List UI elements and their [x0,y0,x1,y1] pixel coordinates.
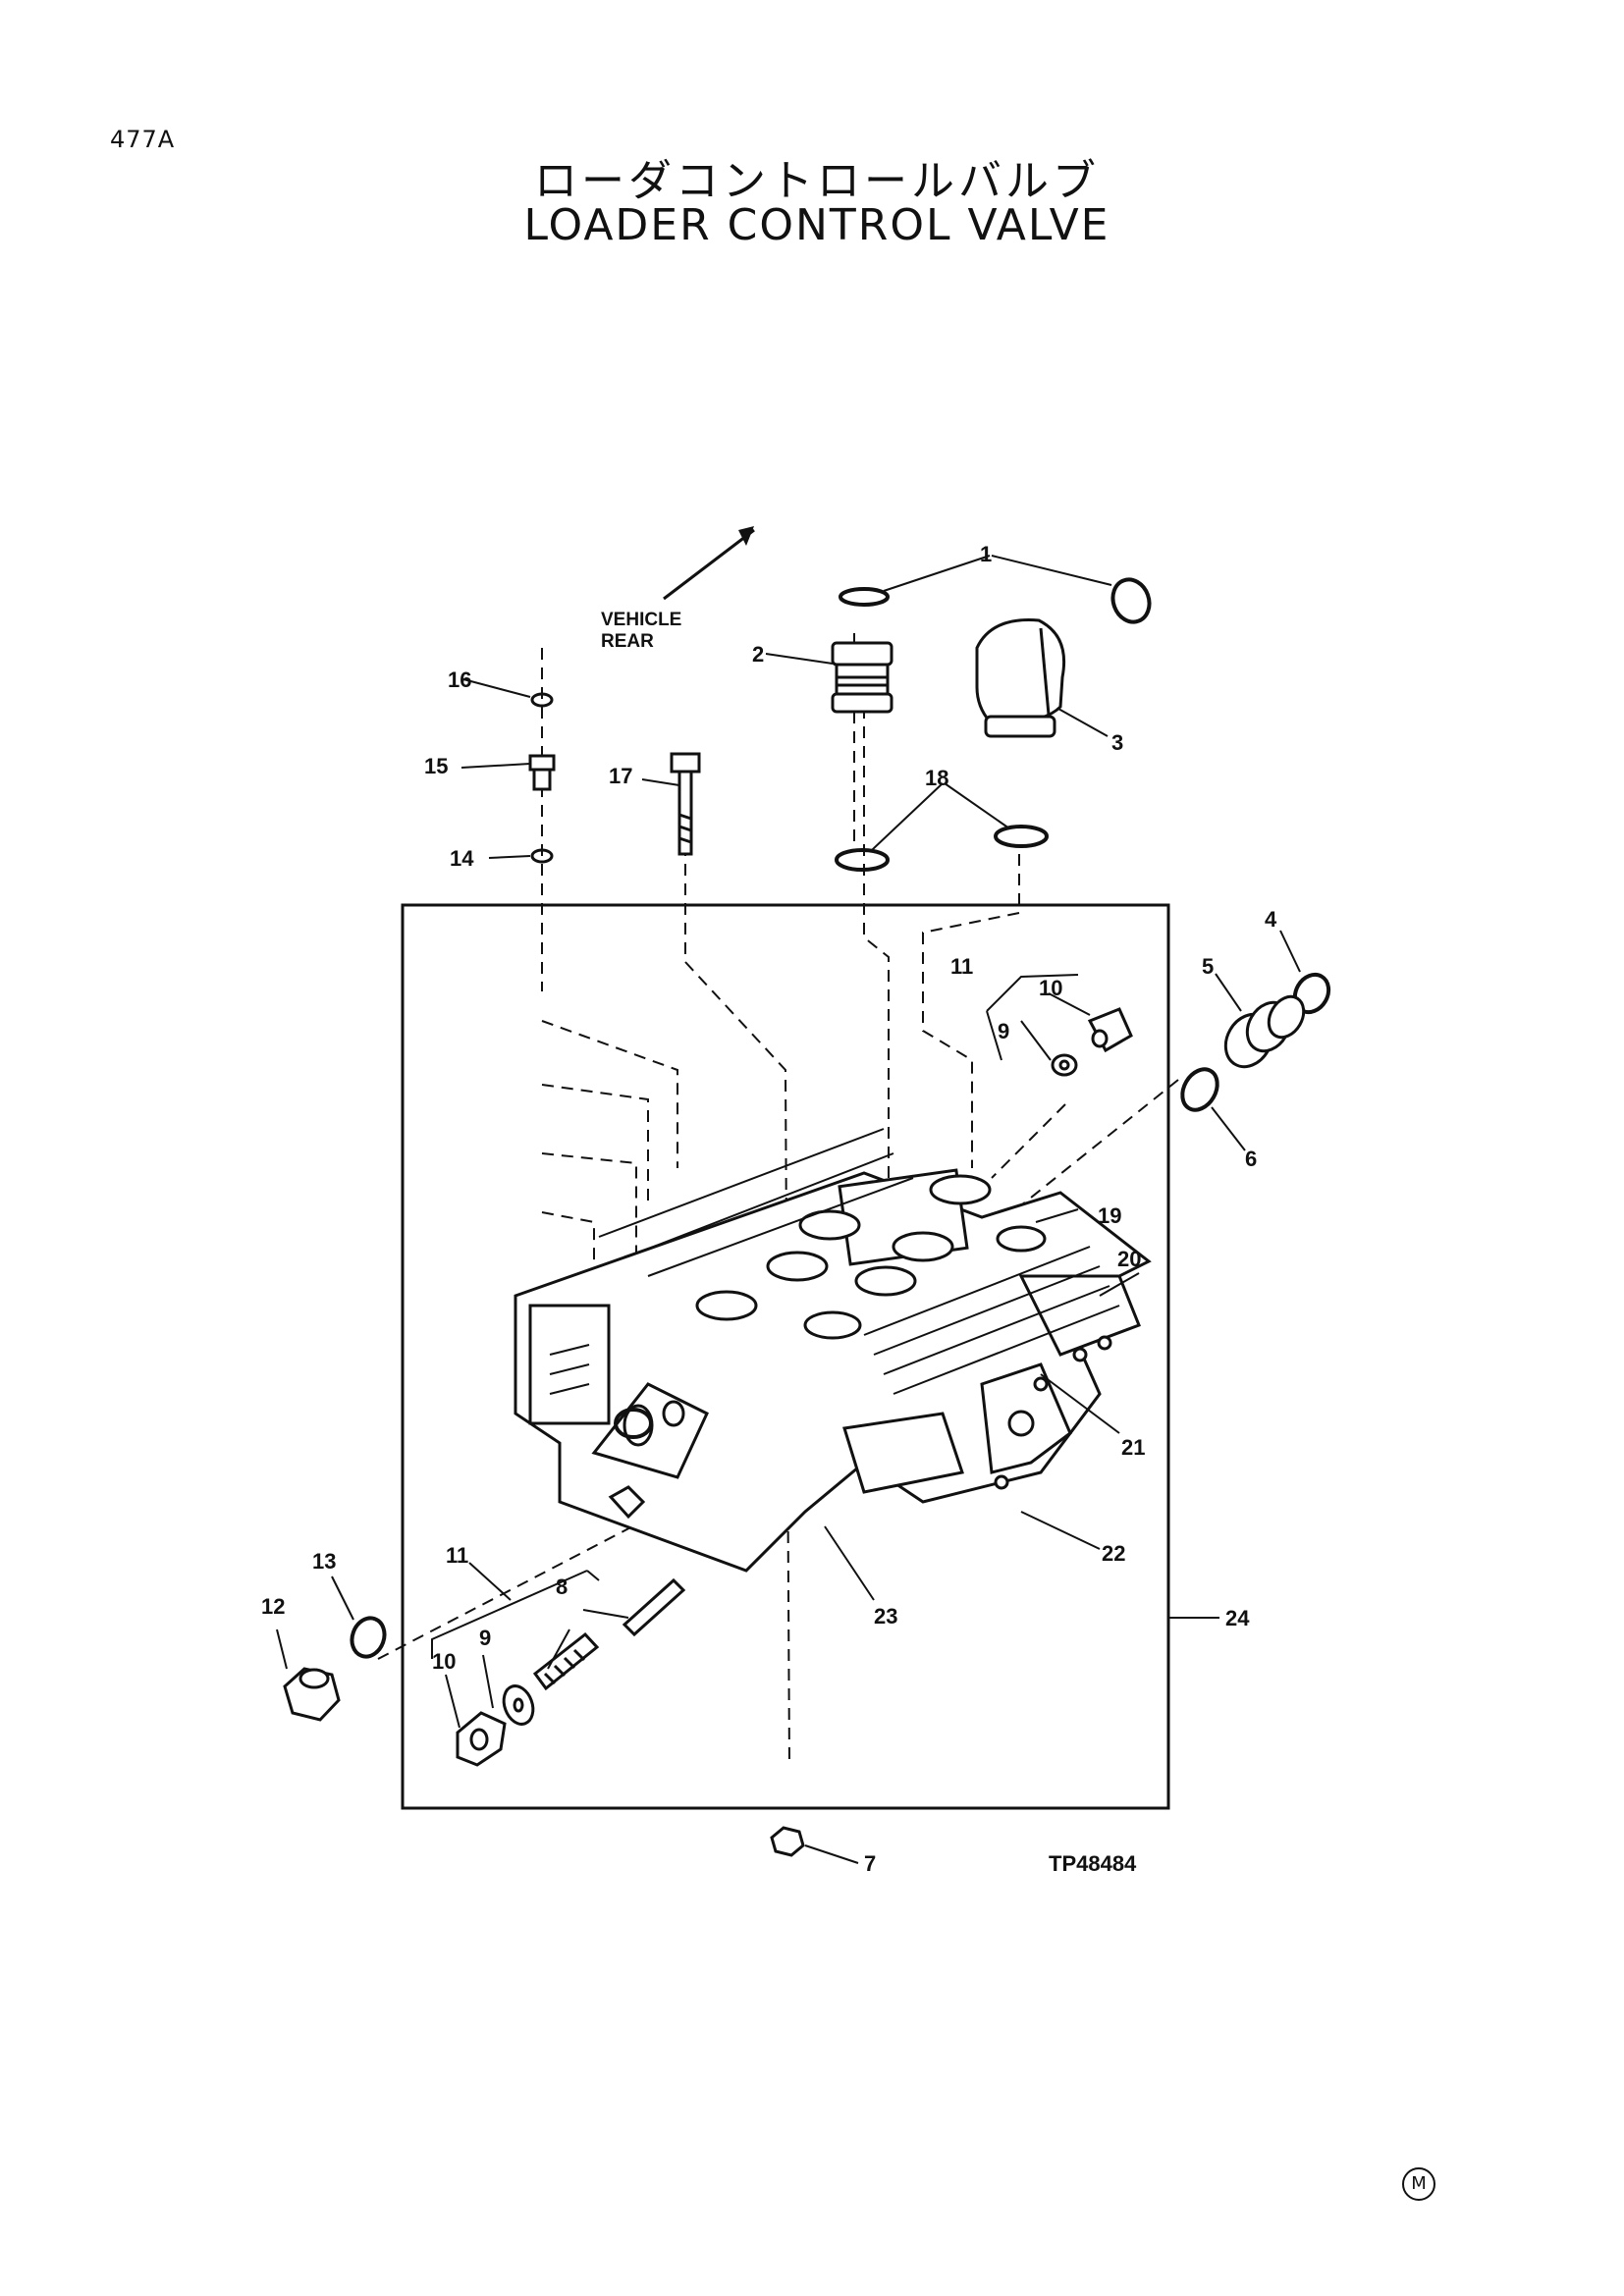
title-japanese: ローダコントロールバルブ [534,156,1100,206]
callout-labels: 1 2 3 4 5 6 7 8 9 10 11 12 13 14 15 16 1… [261,542,1277,1876]
nut-10-upper-icon [1087,1007,1133,1053]
callout-15: 15 [424,754,448,778]
o-ring-1b-icon [1110,577,1152,624]
callout-20: 20 [1117,1247,1141,1271]
callout-12: 12 [261,1594,285,1619]
o-ring-18a-icon [835,848,890,872]
bracket-11-upper-icon [986,974,1079,1061]
callout-16: 16 [448,667,471,692]
callout-8: 8 [556,1575,568,1599]
port-o-ring-icon [614,1408,653,1439]
callout-19: 19 [1098,1203,1121,1228]
callout-9-lower: 9 [479,1626,491,1650]
spring-8-icon [532,1577,686,1691]
o-ring-14-icon [530,848,554,864]
callout-23: 23 [874,1604,897,1629]
callout-18: 18 [925,766,948,790]
valve-body-detail-lines [549,1128,1120,1395]
callout-22: 22 [1102,1541,1125,1566]
vehicle-rear-arrow-icon [663,526,755,601]
callout-10-lower: 10 [432,1649,456,1674]
callout-9-upper: 9 [998,1019,1009,1043]
elbow-fitting-3-icon [975,618,1066,738]
bracket-11-lower-icon [431,1570,600,1659]
title-english: LOADER CONTROL VALVE [523,200,1110,250]
o-ring-16-icon [530,692,554,708]
bolt-17-icon [670,752,701,856]
callout-4: 4 [1265,907,1277,932]
callout-3: 3 [1111,730,1123,755]
o-ring-18b-icon [994,825,1049,848]
callout-17: 17 [609,764,632,788]
callout-11-upper: 11 [950,954,973,979]
callout-13: 13 [312,1549,336,1574]
callout-24: 24 [1225,1606,1250,1630]
callout-21: 21 [1121,1435,1145,1460]
callout-10-upper: 10 [1039,976,1062,1000]
valve-body-23-icon [514,1168,1152,1573]
valve-assembly-box [401,903,1170,1810]
o-ring-6-icon [1180,1067,1219,1112]
washer-9-lower-icon [502,1684,535,1726]
washer-9-upper-icon [1051,1053,1078,1077]
nut-on-body-icon [608,1485,646,1520]
figure-code: TP48484 [1049,1851,1137,1876]
callout-5: 5 [1202,954,1214,979]
callout-6: 6 [1245,1147,1257,1171]
o-ring-1a-icon [839,587,890,607]
plug-12-icon [283,1667,341,1722]
nut-7-icon [770,1826,805,1857]
page-number: 477A [110,126,176,153]
callout-2: 2 [752,642,764,667]
callout-14: 14 [450,846,474,871]
fitting-5-icon [1223,994,1306,1069]
o-ring-13-icon [350,1616,387,1659]
callout-7: 7 [864,1851,876,1876]
plug-15-icon [528,754,556,791]
callout-1: 1 [980,542,992,566]
direction-label-line2: REAR [601,631,654,652]
callout-11-lower: 11 [446,1543,468,1568]
leader-lines [276,555,1301,1864]
m-mark-icon: M [1402,2167,1435,2201]
straight-fitting-2-icon [831,641,893,714]
nut-10-lower-icon [456,1711,507,1767]
direction-label-line1: VEHICLE [601,610,681,630]
